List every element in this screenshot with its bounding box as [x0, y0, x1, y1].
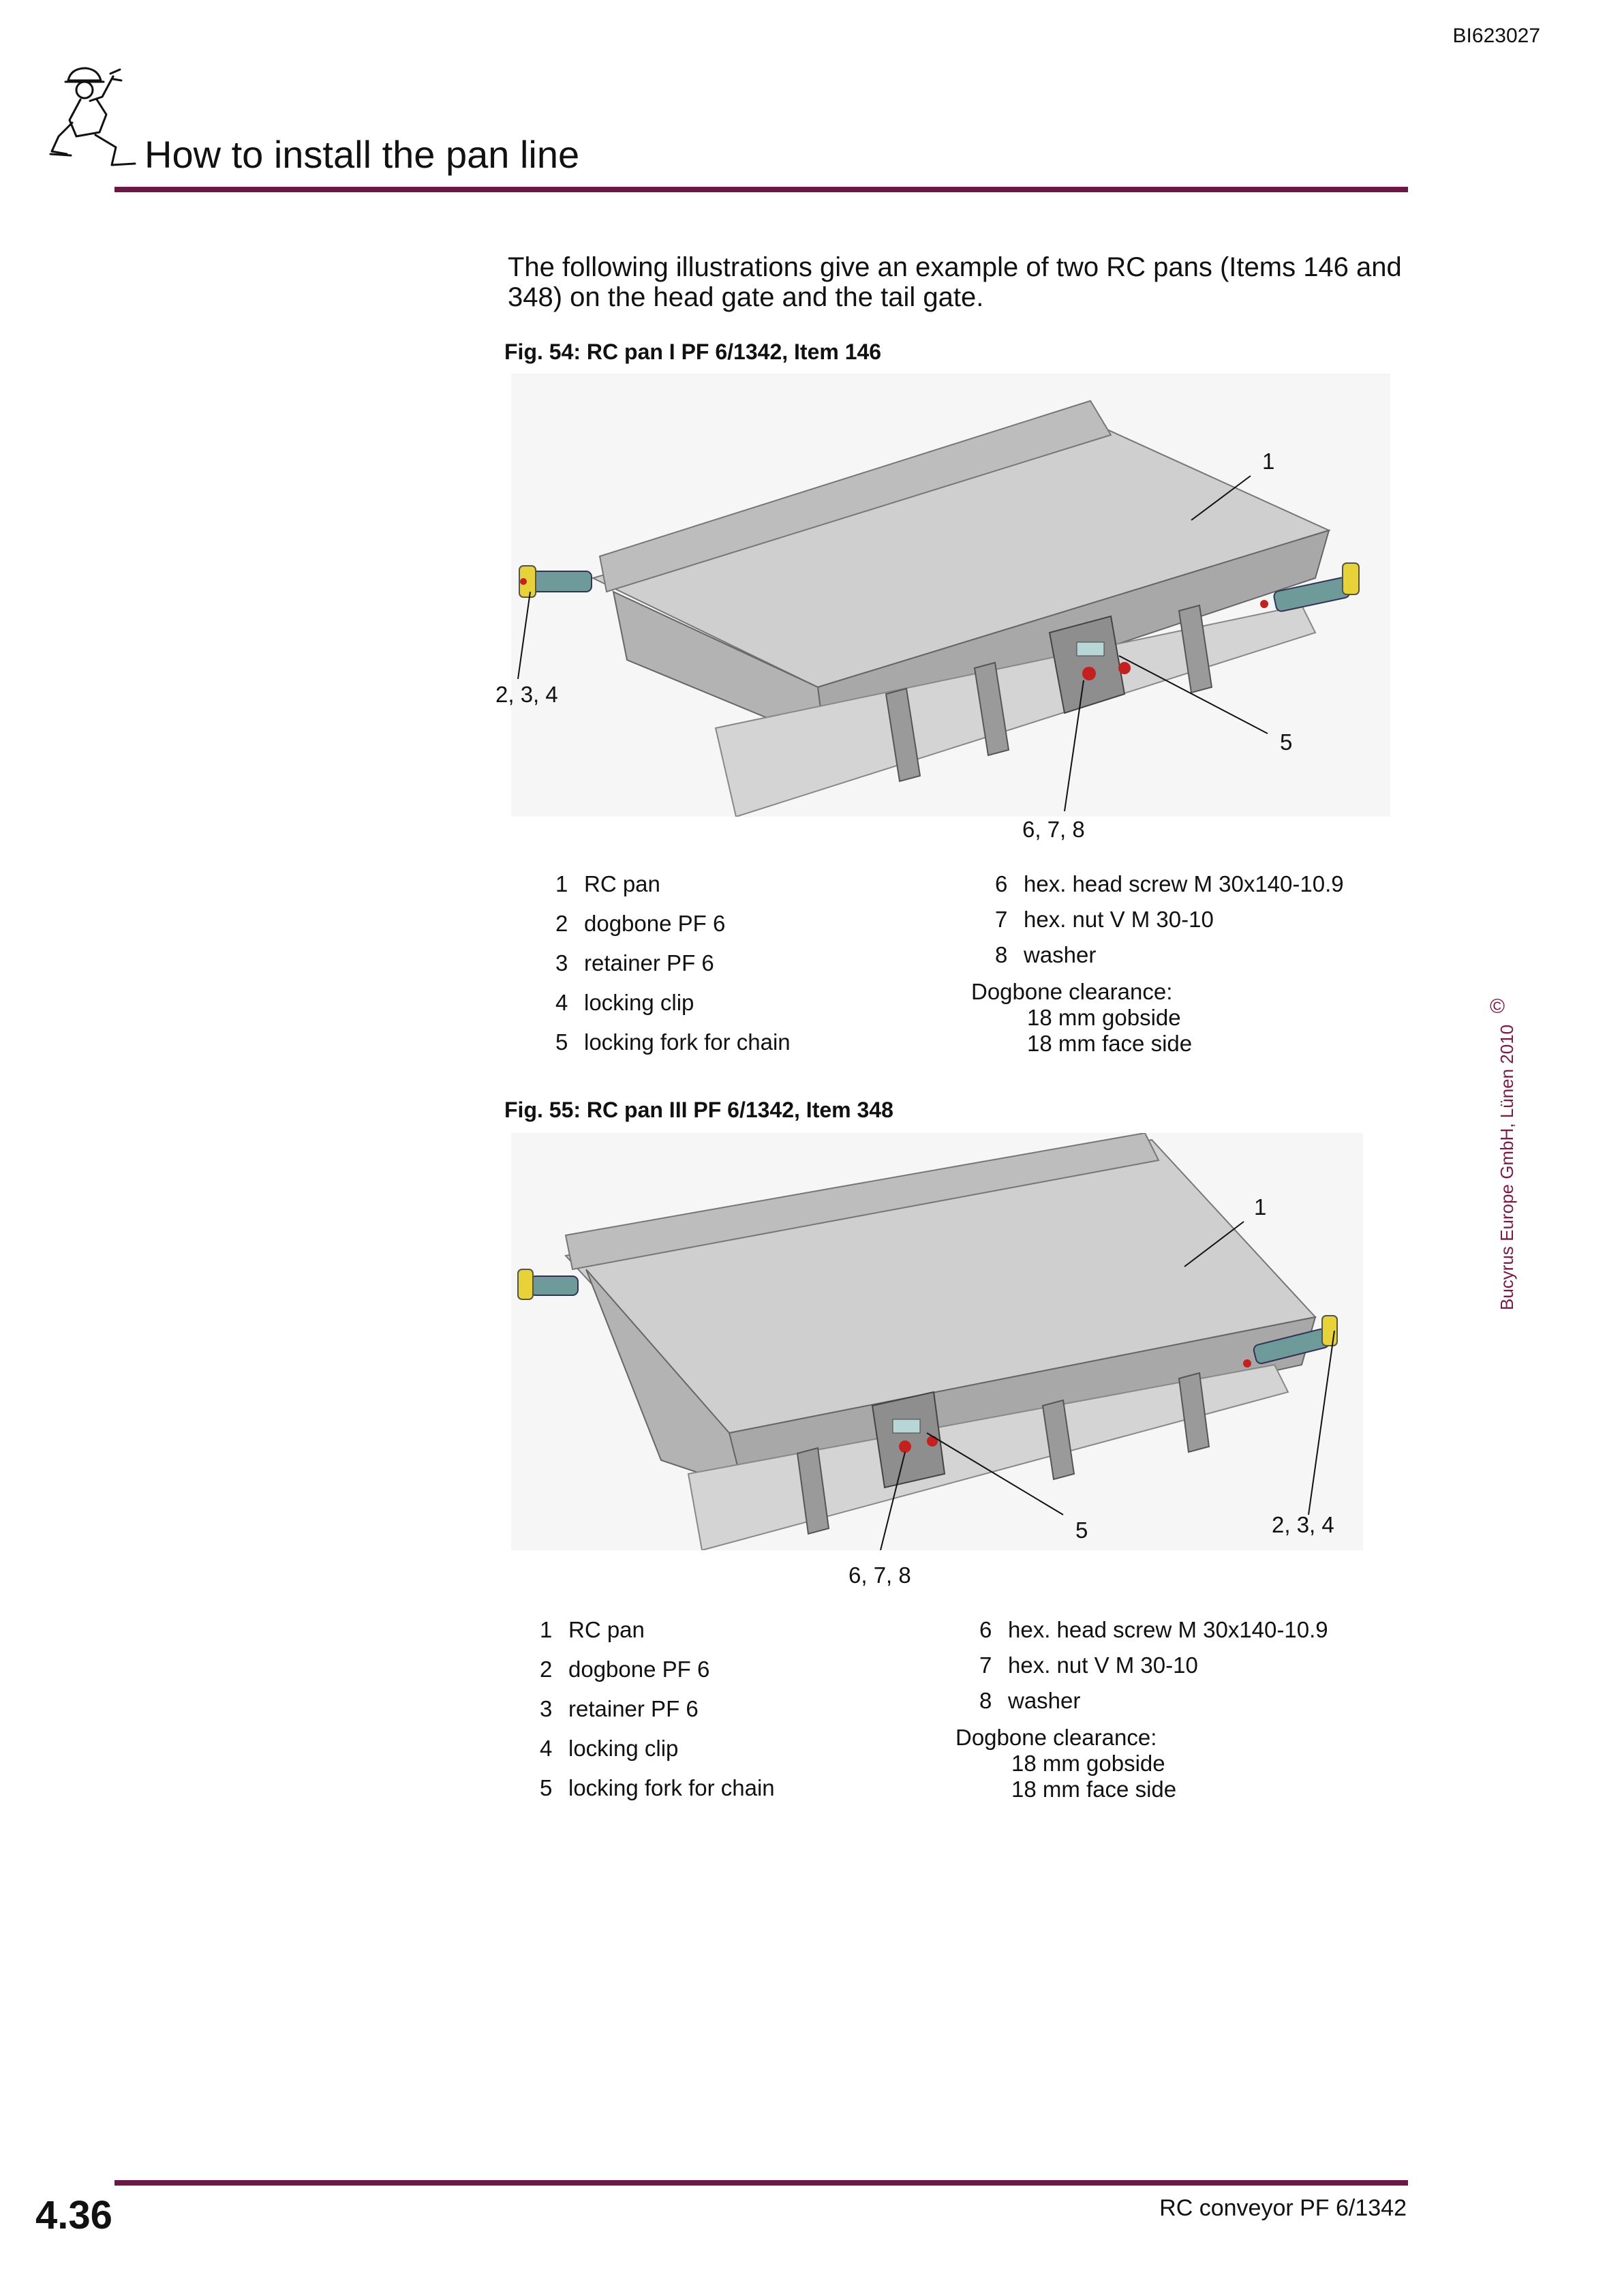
figure-55-rc-pan-illustration: 1: [511, 1133, 1363, 1550]
callout-2-3-4: 2, 3, 4: [495, 682, 558, 707]
mechanic-icon: [49, 67, 136, 166]
clearance-gobside: 18 mm gobside: [1027, 1005, 1181, 1030]
callout-1: 1: [1254, 1194, 1266, 1220]
clearance-label: Dogbone clearance:: [971, 979, 1173, 1004]
figure-55-caption: Fig. 55: RC pan III PF 6/1342, Item 348: [504, 1098, 893, 1122]
clearance-label: Dogbone clearance:: [955, 1725, 1157, 1750]
clearance-faceside: 18 mm face side: [1011, 1777, 1177, 1802]
copyright-text: Bucyrus Europe GmbH, Lünen 2010: [1497, 1024, 1517, 1310]
page-number: 4.36: [35, 2193, 112, 2237]
callout-1: 1: [1262, 449, 1274, 474]
callout-2-3-4: 2, 3, 4: [1272, 1512, 1334, 1537]
footer-document-title: RC conveyor PF 6/1342: [1159, 2195, 1407, 2221]
copyright-symbol: ©: [1490, 995, 1505, 1018]
figure-54-rc-pan-illustration: 1: [511, 374, 1390, 817]
document-id: BI623027: [1452, 25, 1540, 47]
figure-54-caption: Fig. 54: RC pan I PF 6/1342, Item 146: [504, 339, 882, 364]
page-title: How to install the pan line: [144, 133, 580, 176]
footer-rule: [114, 2180, 1408, 2186]
clearance-faceside: 18 mm face side: [1027, 1031, 1193, 1056]
clearance-gobside: 18 mm gobside: [1011, 1751, 1165, 1776]
callout-5: 5: [1075, 1517, 1088, 1543]
copyright-note: © Bucyrus Europe GmbH, Lünen 2010: [1478, 995, 1518, 1323]
header-rule: [114, 187, 1408, 192]
figure-54-clearance: Dogbone clearance: 18 mm gobside 18 mm f…: [971, 979, 1192, 1057]
figure-55-clearance: Dogbone clearance: 18 mm gobside 18 mm f…: [955, 1725, 1176, 1802]
intro-paragraph: The following illustrations give an exam…: [508, 252, 1402, 312]
callout-6-7-8: 6, 7, 8: [1022, 817, 1085, 842]
callout-5: 5: [1280, 729, 1293, 755]
callout-6-7-8: 6, 7, 8: [848, 1562, 911, 1588]
